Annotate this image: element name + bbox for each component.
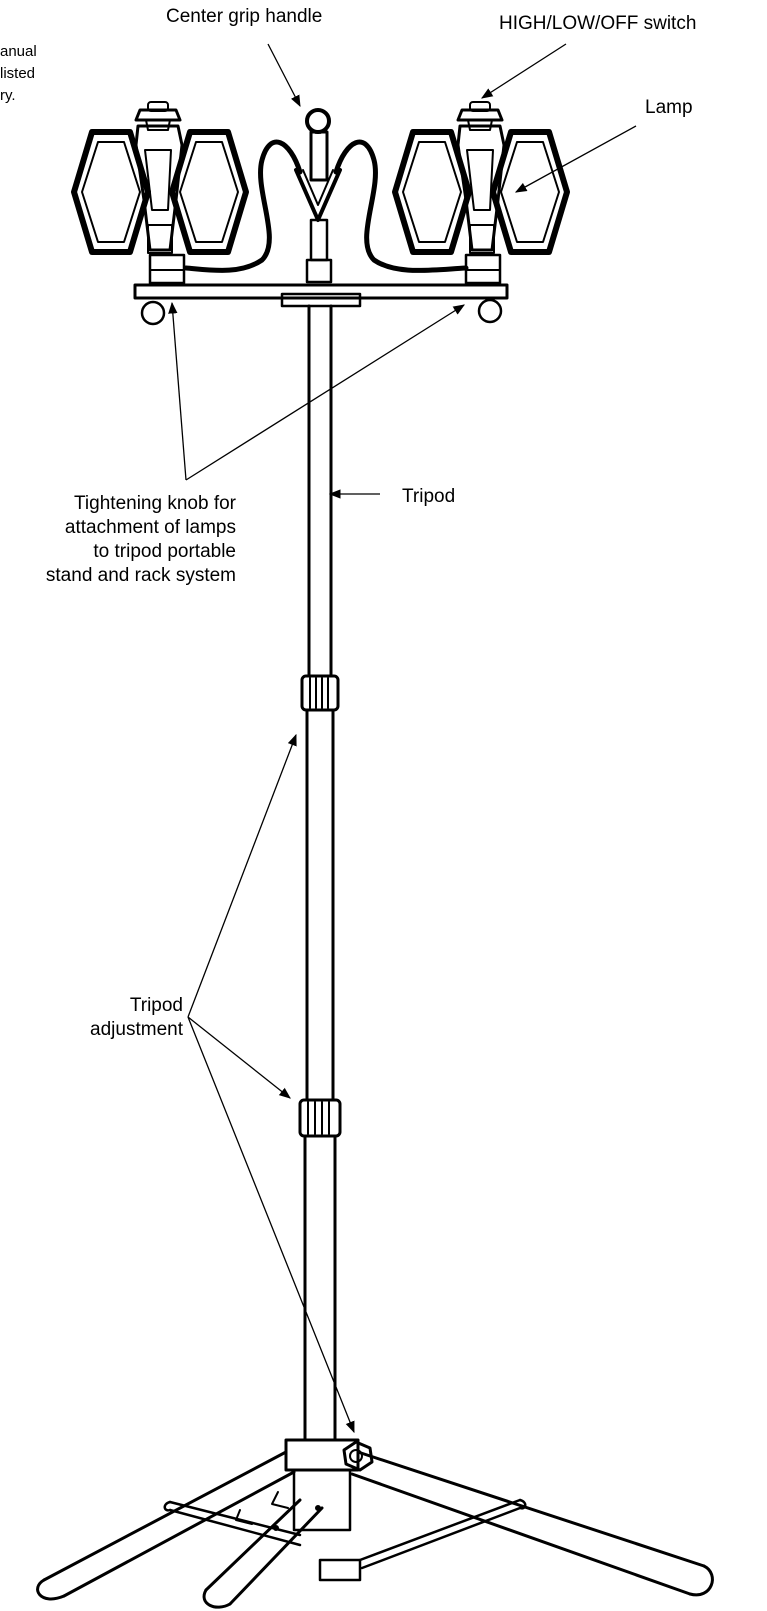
callout-adjust-lower (187, 1016, 291, 1099)
label-tripod-adjustment: Tripod adjustment (90, 994, 183, 1042)
callout-switch (481, 43, 567, 99)
callout-knob-left (168, 301, 187, 481)
tripod-base (36, 1438, 714, 1609)
callout-lines (168, 43, 637, 1434)
label-tightening-knob-line-3: to tripod portable (93, 541, 236, 562)
cropped-note-line-1: anual (0, 43, 37, 60)
callout-center-grip (267, 43, 301, 108)
label-tightening-knob: Tightening knob for attachment of lamps … (46, 492, 236, 588)
label-tripod-adjustment-line-2: adjustment (90, 1019, 183, 1040)
label-tripod-adjustment-line-1: Tripod (129, 995, 183, 1016)
cropped-note-line-2: listed (0, 65, 36, 82)
label-tightening-knob-line-4: stand and rack system (45, 565, 236, 586)
callout-adjust-base (187, 1016, 355, 1434)
tripod-mast (298, 304, 342, 1442)
label-tightening-knob-line-1: Tightening knob for (74, 493, 236, 514)
lamp-rack-bar (133, 283, 509, 308)
label-tightening-knob-line-2: attachment of lamps (64, 517, 236, 538)
center-grip-handle (183, 108, 469, 284)
label-center-grip-handle: Center grip handle (166, 6, 323, 27)
right-lamp-assembly (392, 101, 570, 324)
label-tripod: Tripod (402, 486, 456, 507)
label-high-low-off-switch: HIGH/LOW/OFF switch (499, 13, 697, 34)
callout-adjust-upper (187, 733, 297, 1018)
cropped-note-line-3: ry. (0, 87, 16, 104)
callout-lamp (514, 125, 637, 193)
label-lamp: Lamp (645, 97, 693, 118)
callout-knob-right (185, 304, 465, 481)
left-lamp-assembly (71, 101, 249, 326)
